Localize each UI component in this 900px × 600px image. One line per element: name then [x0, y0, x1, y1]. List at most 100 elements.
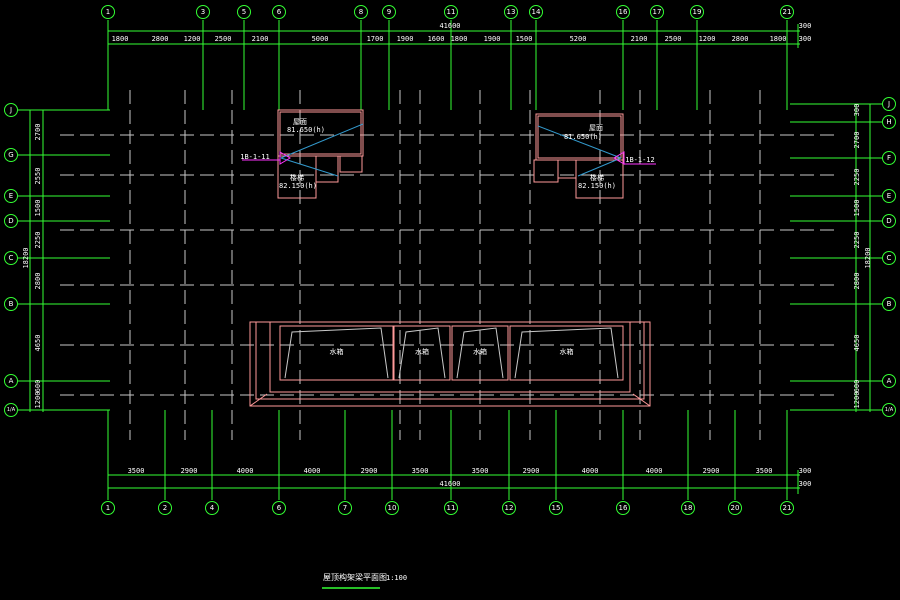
axis-bubble	[354, 5, 368, 19]
dim-label-top: 2500	[215, 35, 232, 43]
overall-width-bottom: 41600	[439, 480, 460, 488]
drawing-title: 屋顶构架梁平面图	[323, 572, 387, 582]
axis-label-bottom: 15	[552, 504, 561, 512]
tank-slope	[514, 327, 619, 379]
section-label: 1B-1-11	[240, 153, 270, 161]
axis-label-bottom: 1	[106, 504, 110, 512]
axis-label-bottom: 6	[277, 504, 282, 512]
axis-label-top: 6	[277, 8, 282, 16]
dim-label-bottom-edge: 300	[799, 467, 812, 475]
dim-label-right: 1200	[853, 392, 861, 409]
axis-label-top: 17	[653, 8, 662, 16]
axis-label-bottom: 18	[684, 504, 693, 512]
dim-label-bottom: 2900	[181, 467, 198, 475]
water-tank	[279, 325, 394, 381]
level-label: 82.150(h)	[578, 182, 616, 190]
dim-label-top: 2800	[732, 35, 749, 43]
overall-width-top: 41600	[439, 22, 460, 30]
room-small	[557, 159, 577, 179]
room-small	[315, 155, 339, 183]
dim-label-top: 1200	[184, 35, 201, 43]
dim-label-bottom: 2900	[703, 467, 720, 475]
axis-bubble	[882, 297, 896, 311]
axis-bubble	[882, 189, 896, 203]
axis-bubble	[882, 374, 896, 388]
axis-bubble	[338, 501, 352, 515]
axis-bubble	[882, 151, 896, 165]
room-small	[339, 155, 363, 173]
water-tank	[509, 325, 624, 381]
dim-label-left: 2250	[34, 232, 42, 249]
axis-bubble	[4, 251, 18, 265]
axis-label-bottom: 7	[343, 504, 347, 512]
dim-label-right: 300	[853, 104, 861, 117]
section-label: 1B-1-12	[625, 156, 655, 164]
axis-bubble	[690, 5, 704, 19]
axis-label-bottom: 11	[447, 504, 456, 512]
water-tank	[393, 325, 451, 381]
roof-structures	[242, 109, 656, 407]
axis-bubble	[205, 501, 219, 515]
dim-label-right: 1500	[853, 200, 861, 217]
axis-bubble	[4, 103, 18, 117]
axis-bubble	[616, 501, 630, 515]
dim-label-left: 2550	[34, 168, 42, 185]
room-small	[533, 159, 559, 183]
axis-bubble	[4, 374, 18, 388]
axis-label-right: A	[887, 377, 892, 385]
dim-label-top: 2500	[665, 35, 682, 43]
axis-bubble	[158, 501, 172, 515]
dim-label-top: 2100	[631, 35, 648, 43]
drawing-scale: 1:100	[386, 574, 407, 582]
dim-label-top: 5200	[570, 35, 587, 43]
axis-bubble	[502, 501, 516, 515]
axis-bubble	[882, 251, 896, 265]
room-label: 屋面	[293, 118, 307, 126]
axis-bubble	[549, 501, 563, 515]
dim-label-top: 1800	[451, 35, 468, 43]
dim-label-right: 4650	[853, 335, 861, 352]
axis-label-right: H	[886, 118, 891, 126]
tank-slope	[398, 327, 446, 379]
dim-label-bottom: 3500	[756, 467, 773, 475]
axis-label-left: 1/A	[7, 407, 16, 413]
axis-label-right: C	[887, 254, 892, 262]
section-arrow	[613, 151, 625, 165]
axis-label-bottom: 20	[731, 504, 740, 512]
axis-bubble	[272, 5, 286, 19]
axis-bubble	[4, 189, 18, 203]
axis-label-top: 14	[532, 8, 541, 16]
tank-slope	[456, 327, 504, 379]
dim-label-top: 5000	[312, 35, 329, 43]
level-label: 81.650(h)	[287, 126, 325, 134]
tank-label: 水箱	[415, 347, 429, 356]
axis-bubble	[882, 115, 896, 129]
axis-label-top: 19	[693, 8, 702, 16]
axis-label-top: 8	[359, 8, 363, 16]
axis-bubble	[237, 5, 251, 19]
axis-bubble	[882, 214, 896, 228]
dim-label-left: 2700	[34, 124, 42, 141]
dim-label-top: 2100	[252, 35, 269, 43]
axis-label-bottom: 16	[619, 504, 628, 512]
dim-label-top: 1800	[770, 35, 787, 43]
dim-label-bottom: 4000	[646, 467, 663, 475]
room-label: 屋面	[589, 124, 603, 132]
dim-label-left: 1500	[34, 200, 42, 217]
axis-label-bottom: 10	[388, 504, 397, 512]
axis-bubble	[444, 5, 458, 19]
axis-label-top: 3	[201, 8, 205, 16]
axis-bubble	[272, 501, 286, 515]
axis-label-top: 21	[783, 8, 792, 16]
dim-label-top: 1200	[699, 35, 716, 43]
dim-label-right: 2250	[853, 232, 861, 249]
slope-line	[280, 123, 364, 159]
axis-label-right: J	[887, 100, 890, 108]
slope-line	[280, 157, 339, 177]
axis-label-right: F	[887, 154, 891, 162]
dim-label-top-edge: 300	[799, 35, 812, 43]
level-label: 82.150(h)	[279, 182, 317, 190]
axis-label-top: 13	[507, 8, 516, 16]
axis-label-right: E	[887, 192, 891, 200]
